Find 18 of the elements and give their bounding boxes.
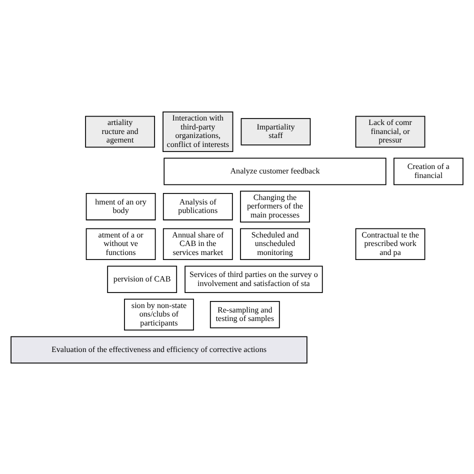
node-box: Annual share of CAB in the services market <box>162 228 233 260</box>
node-box: Changing the performers of the main processes <box>240 190 310 222</box>
node-box: hment of an ory body <box>86 192 156 220</box>
node-box: Services of third parties on the survey o involvement and satisfaction of sta <box>184 265 323 292</box>
node-box: Analysis of publications <box>162 192 233 220</box>
node-box: artiality ructure and agement <box>85 115 156 148</box>
node-box: Contractual te the prescribed work and pa <box>355 228 426 260</box>
node-box: Evaluation of the effectiveness and efficiency of corrective actions <box>10 336 308 363</box>
node-box: Analyze customer feedback <box>164 157 386 185</box>
node-box: pervision of CAB <box>107 265 178 292</box>
node-box: Creation of a financial <box>394 157 464 185</box>
node-box: atment of a or without ve functions <box>86 228 156 260</box>
node-box: Impartiality staff <box>240 118 311 145</box>
node-box: Re-sampling and testing of samples <box>210 300 280 328</box>
node-box: Interaction with third-party organizations, conflict of interests <box>162 111 234 152</box>
node-box: Scheduled and unscheduled monitoring <box>240 228 310 260</box>
node-box: Lack of comr financial, or pressur <box>355 115 426 148</box>
node-box: sion by non-state ons/clubs of participants <box>124 298 194 330</box>
